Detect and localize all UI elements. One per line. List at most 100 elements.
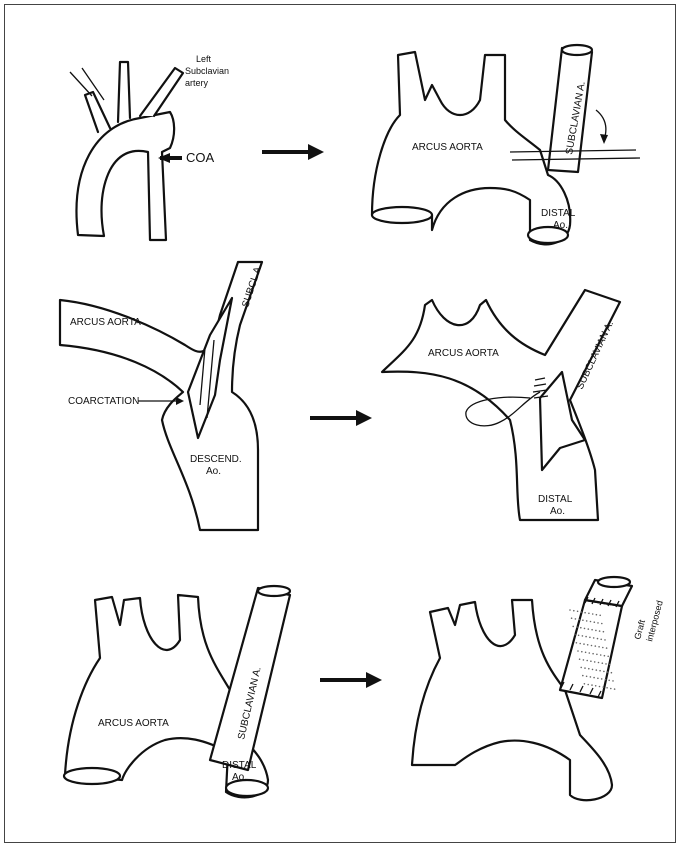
graft-dot	[579, 658, 581, 660]
graft-dot	[594, 621, 596, 623]
p3-label-descend: DESCEND.	[190, 454, 242, 465]
graft-dot	[595, 645, 597, 647]
graft-dot	[583, 659, 585, 661]
graft-dot	[580, 667, 582, 669]
graft-dot	[569, 609, 571, 611]
graft-dot	[608, 680, 610, 682]
graft-dot	[601, 678, 603, 680]
graft-dot	[584, 667, 586, 669]
graft-dot	[592, 669, 594, 671]
graft-dot	[609, 664, 611, 666]
graft-dot	[600, 639, 602, 641]
graft-dot	[586, 620, 588, 622]
p6-graft	[560, 600, 622, 698]
graft-dot	[586, 676, 588, 678]
graft-dot	[597, 638, 599, 640]
p1-label-coa: COA	[186, 150, 215, 165]
graft-dot	[597, 622, 599, 624]
graft-dot	[598, 646, 600, 648]
graft-dot	[576, 626, 578, 628]
graft-dot	[574, 634, 576, 636]
graft-dot	[603, 671, 605, 673]
graft-dot	[593, 677, 595, 679]
graft-dot	[602, 647, 604, 649]
arrow-2	[310, 410, 372, 426]
graft-dot	[605, 663, 607, 665]
graft-dot	[592, 653, 594, 655]
graft-dot	[581, 651, 583, 653]
panel-2: ARCUS AORTA SUBCLAVIAN A. DISTAL Ao.	[372, 45, 640, 244]
graft-dot	[581, 611, 583, 613]
graft-dot	[611, 672, 613, 674]
graft-dot	[582, 635, 584, 637]
graft-dot	[593, 637, 595, 639]
graft-dot	[597, 678, 599, 680]
graft-dot	[607, 656, 609, 658]
graft-dot	[598, 662, 600, 664]
graft-dot	[583, 643, 585, 645]
graft-dot	[599, 686, 601, 688]
graft-dot	[596, 614, 598, 616]
graft-dot	[595, 685, 597, 687]
graft-dot	[595, 630, 597, 632]
p5-label-ao: Ao.	[232, 772, 247, 783]
graft-dot	[591, 629, 593, 631]
graft-dot	[571, 617, 573, 619]
graft-dot	[606, 647, 608, 649]
p1-label-left: Left	[196, 54, 212, 64]
p3-label-coarctation: COARCTATION	[68, 396, 139, 407]
graft-dot	[594, 661, 596, 663]
graft-dot	[577, 611, 579, 613]
p3-label-descend-ao: Ao.	[206, 466, 221, 477]
graft-dot	[578, 635, 580, 637]
graft-dot	[599, 670, 601, 672]
graft-dot	[573, 610, 575, 612]
graft-dot	[579, 643, 581, 645]
graft-dot	[614, 688, 616, 690]
p4-aorta	[382, 290, 620, 520]
p2-subclavian-end	[562, 45, 592, 55]
graft-dot	[601, 623, 603, 625]
graft-dot	[585, 636, 587, 638]
graft-dot	[607, 671, 609, 673]
p2-fold-arrowhead	[600, 134, 608, 144]
graft-dot	[602, 662, 604, 664]
p3-label-arcus: ARCUS AORTA	[70, 317, 141, 328]
p6-label-interposed: interposed	[644, 599, 665, 642]
graft-dot	[586, 660, 588, 662]
graft-dot	[588, 613, 590, 615]
graft-dot	[606, 687, 608, 689]
graft-dot	[572, 626, 574, 628]
graft-dot	[580, 627, 582, 629]
graft-dot	[588, 628, 590, 630]
p4-label-arcus: ARCUS AORTA	[428, 348, 499, 359]
arrow-3	[320, 672, 382, 688]
graft-dot	[605, 679, 607, 681]
graft-dot	[600, 654, 602, 656]
p1-arch	[77, 112, 175, 240]
graft-dot	[578, 619, 580, 621]
panel-4: ARCUS AORTA SUBCLAVIAN A. DISTAL Ao.	[382, 290, 620, 520]
p2-proximal-opening	[372, 207, 432, 223]
p5-label-arcus: ARCUS AORTA	[98, 718, 169, 729]
graft-dot	[610, 688, 612, 690]
p1-carotid	[118, 62, 130, 122]
p1-label-artery: artery	[185, 78, 209, 88]
graft-dot	[577, 650, 579, 652]
graft-dot	[588, 668, 590, 670]
panel-1: Left Subclavian artery COA	[70, 54, 229, 240]
graft-dot	[589, 652, 591, 654]
p1-innominate	[85, 92, 110, 132]
p1-label-subclavian: Subclavian	[185, 66, 229, 76]
graft-dot	[591, 684, 593, 686]
graft-dot	[591, 645, 593, 647]
graft-dot	[604, 639, 606, 641]
p5-proximal-opening	[64, 768, 120, 784]
graft-dot	[596, 669, 598, 671]
graft-dot	[599, 630, 601, 632]
graft-dot	[603, 631, 605, 633]
panel-6: Graft interposed	[412, 577, 665, 800]
p4-label-distal: DISTAL	[538, 494, 573, 505]
arrow-1	[262, 144, 324, 160]
